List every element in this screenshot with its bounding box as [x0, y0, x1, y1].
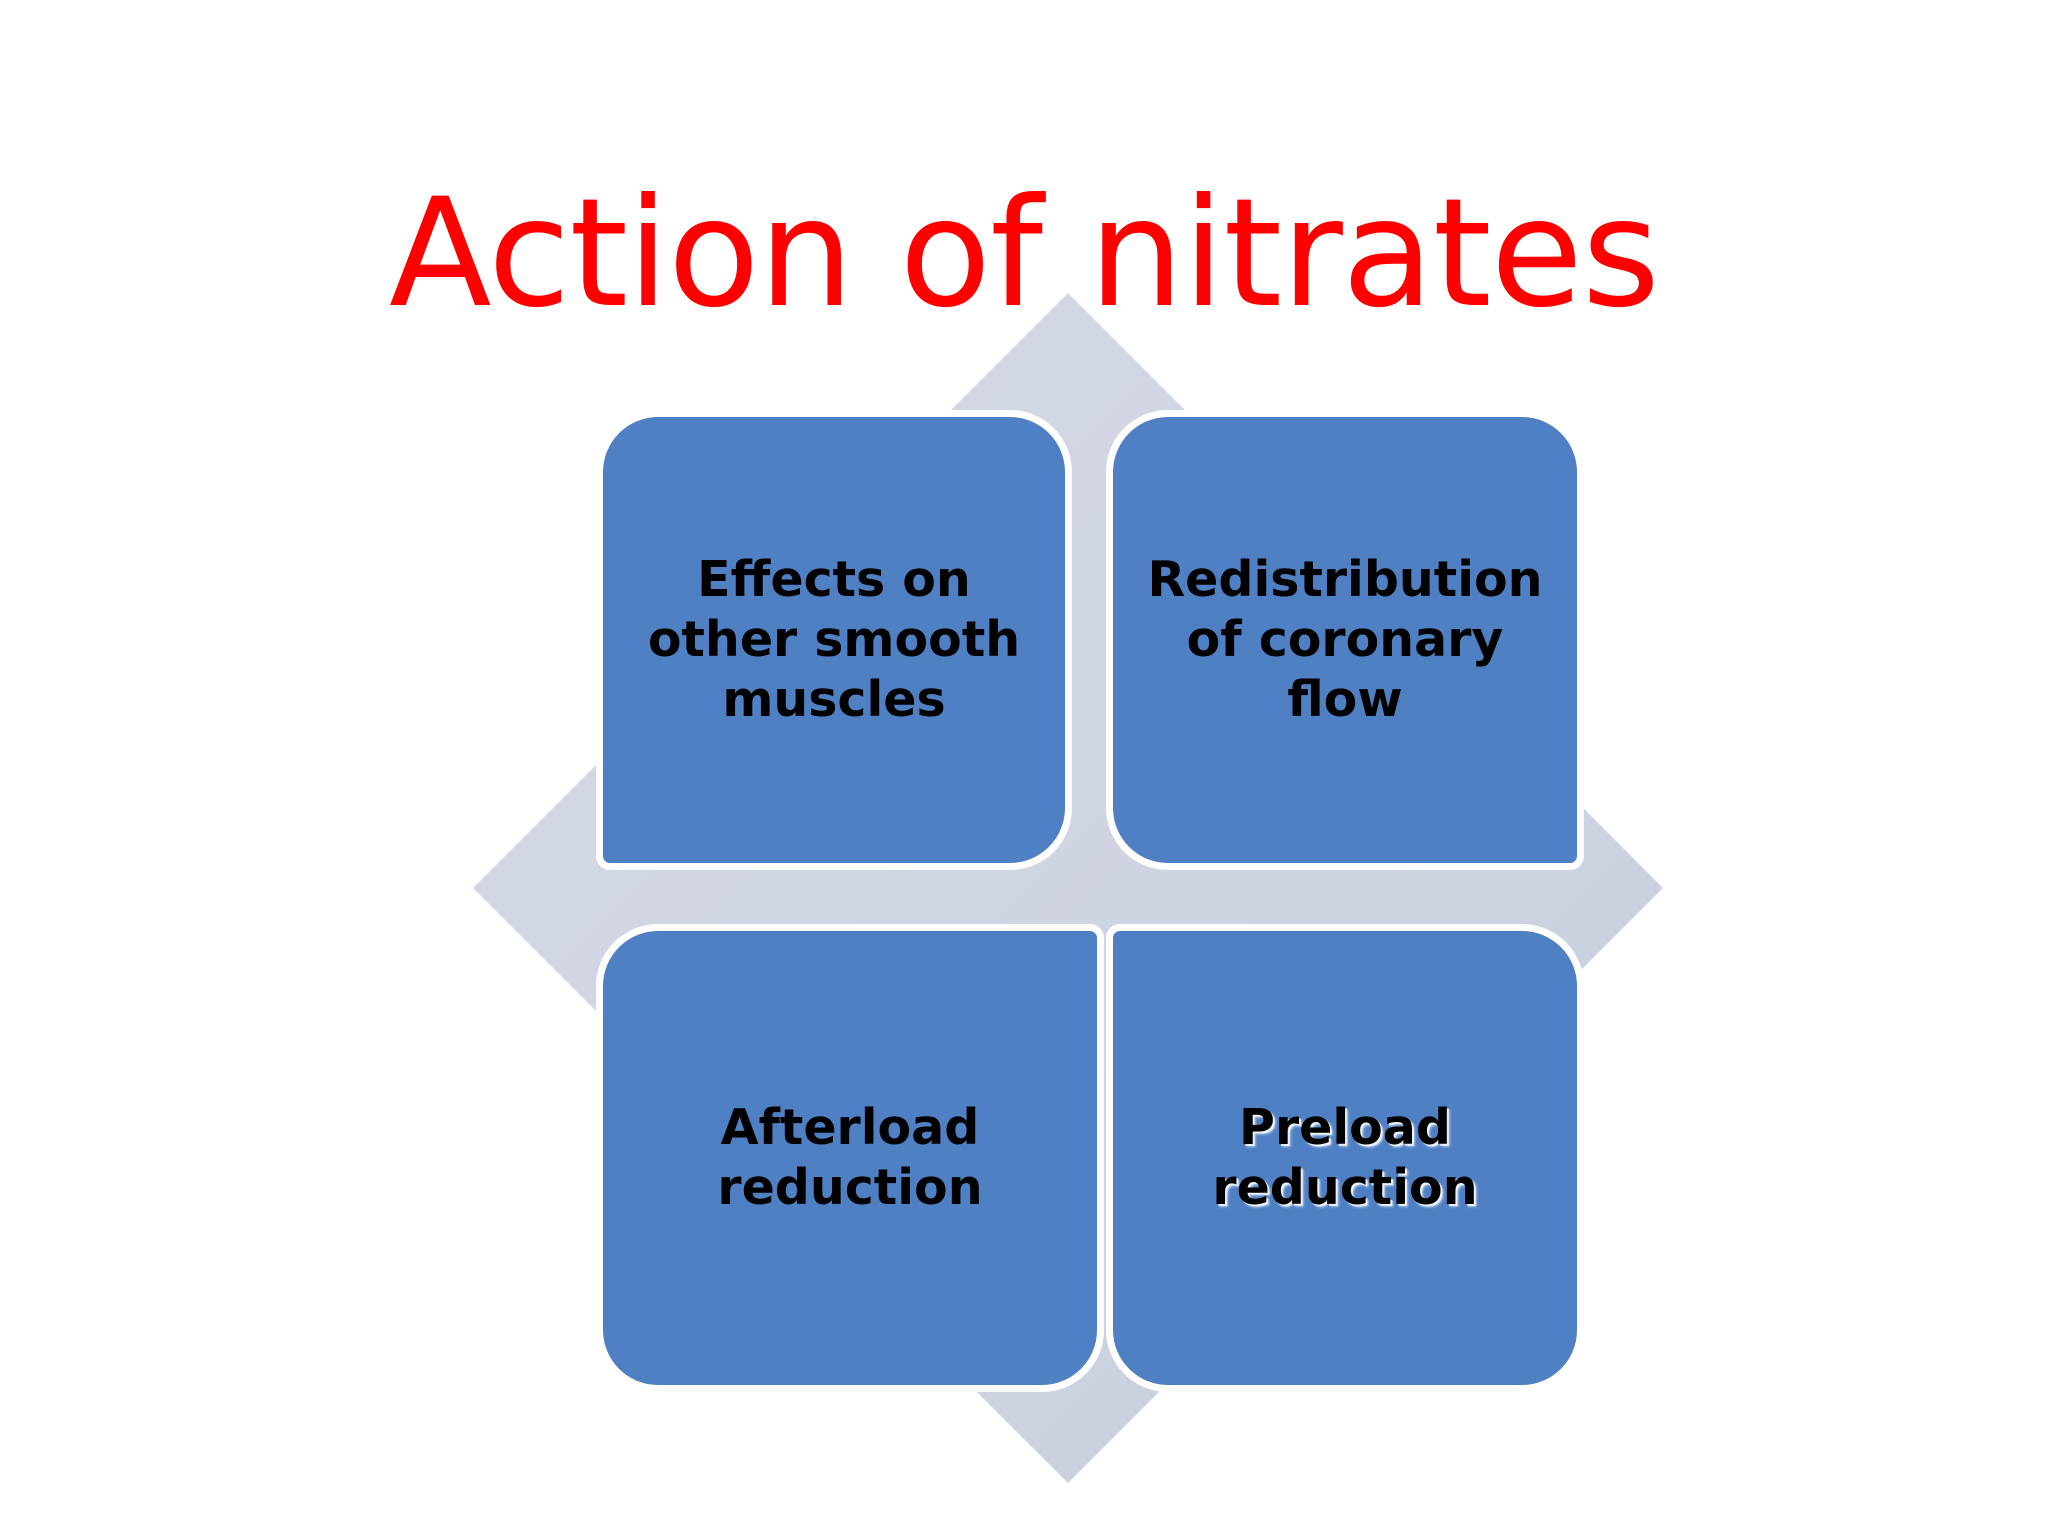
page-title: Action of nitrates [388, 166, 1660, 341]
quadrant-label-bottom-left: Afterload reduction [717, 1099, 983, 1216]
quadrant-label-bottom-right: Preload reduction [1212, 1099, 1478, 1216]
quadrant-box-top-right[interactable]: Redistribution of coronary flow [1106, 410, 1584, 870]
quadrant-box-bottom-right[interactable]: Preload reduction [1106, 924, 1584, 1392]
quadrant-label-top-left: Effects on other smooth muscles [647, 551, 1021, 728]
quadrant-label-top-right: Redistribution of coronary flow [1147, 551, 1543, 728]
quadrant-box-top-left[interactable]: Effects on other smooth muscles [596, 410, 1072, 870]
quadrant-box-bottom-left[interactable]: Afterload reduction [596, 924, 1104, 1392]
